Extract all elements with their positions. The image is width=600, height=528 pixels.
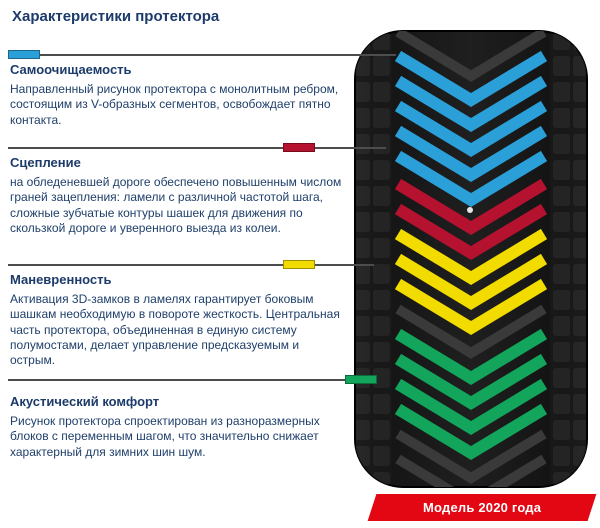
tire-shoulder-right xyxy=(550,34,586,484)
color-marker-acoustic-comfort xyxy=(345,375,377,384)
tread-grooves xyxy=(395,31,547,487)
callout-line-self-cleaning xyxy=(8,54,396,56)
tread-zone-maneuverability xyxy=(394,228,548,336)
tire-shoulder-left xyxy=(356,34,392,484)
section-body: на обледеневшей дороге обеспечено повыше… xyxy=(10,175,342,236)
color-marker-self-cleaning xyxy=(8,50,40,59)
tread-white-dot xyxy=(467,207,473,213)
page-title: Характеристики протектора xyxy=(12,8,220,25)
section-heading: Акустический комфорт xyxy=(10,394,160,409)
color-marker-grip xyxy=(283,143,315,152)
section-body: Рисунок протектора спроектирован из разн… xyxy=(10,414,320,459)
tread-zone-grip xyxy=(394,178,548,261)
section-heading: Самоочищаемость xyxy=(10,62,132,77)
callout-line-maneuverability xyxy=(8,264,374,266)
section-heading: Сцепление xyxy=(10,155,81,170)
color-marker-maneuverability xyxy=(283,260,315,269)
section-acoustic-comfort: Акустический комфорт Рисунок протектора … xyxy=(10,394,344,460)
callout-line-acoustic-comfort xyxy=(8,379,362,381)
tread-zone-acoustic-comfort xyxy=(394,328,548,461)
tread-zone-self-cleaning xyxy=(394,50,548,208)
badge-label: Модель 2020 года xyxy=(422,500,542,515)
section-heading: Маневренность xyxy=(10,272,112,287)
section-body: Направленный рисунок протектора с моноли… xyxy=(10,82,339,127)
section-self-cleaning: Самоочищаемость Направленный рисунок про… xyxy=(10,62,344,128)
tire-svg xyxy=(354,30,588,488)
section-body: Активация 3D-замков в ламелях гарантируе… xyxy=(10,292,340,368)
section-maneuverability: Маневренность Активация 3D-замков в ламе… xyxy=(10,272,344,369)
model-year-badge: Модель 2020 года xyxy=(367,494,597,521)
section-grip: Сцепление на обледеневшей дороге обеспеч… xyxy=(10,155,344,236)
tire-tread-image xyxy=(352,28,590,490)
callout-line-grip xyxy=(8,147,386,149)
